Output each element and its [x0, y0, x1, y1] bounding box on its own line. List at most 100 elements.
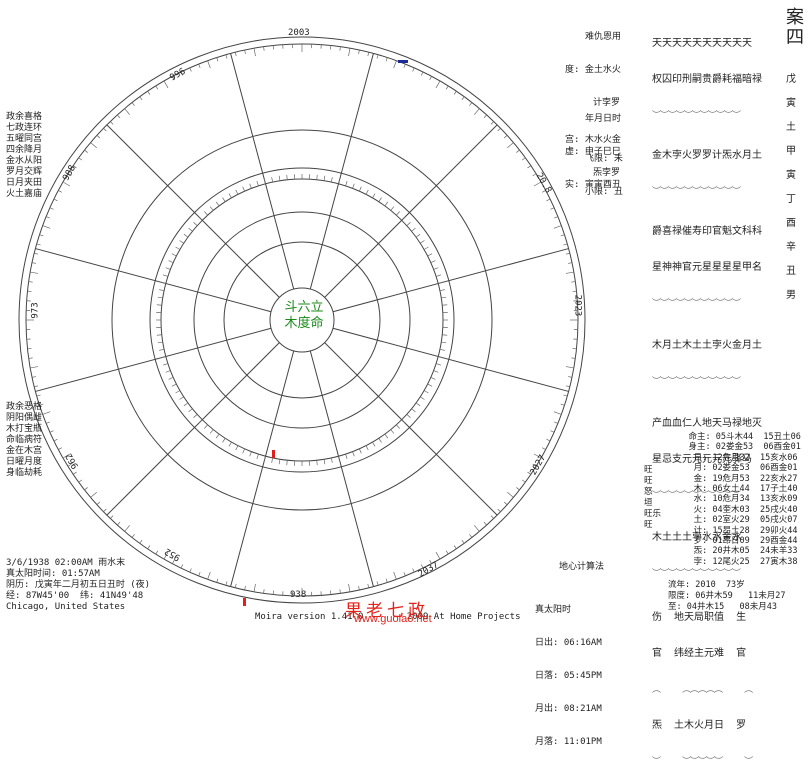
degree-tick — [199, 64, 200, 68]
inner-tick — [407, 222, 411, 225]
degree-tick — [561, 404, 565, 405]
inner-tick — [407, 414, 411, 417]
degree-tick — [554, 226, 562, 229]
inner-tick — [353, 452, 355, 457]
degree-tick — [140, 97, 142, 100]
inner-tick — [236, 190, 238, 194]
degree-tick — [469, 534, 471, 537]
degree-tick — [117, 522, 120, 525]
side-label: 旺乐 — [644, 509, 661, 520]
pattern-item: 阴阳偶雌 — [6, 413, 42, 424]
inner-tick — [287, 460, 288, 465]
degree-tick — [394, 61, 397, 69]
degree-tick — [235, 584, 236, 588]
degree-tick — [522, 480, 525, 482]
inner-tick — [216, 434, 219, 438]
inner-tick — [189, 409, 193, 412]
inner-tick — [194, 414, 198, 417]
degree-tick — [156, 86, 158, 89]
degree-tick — [37, 395, 41, 396]
inner-tick — [169, 377, 174, 379]
degree-tick — [462, 97, 464, 100]
degree-tick — [566, 272, 574, 273]
degree-tick — [554, 217, 558, 218]
degree-tick — [190, 68, 192, 72]
degree-tick — [498, 128, 501, 131]
degree-tick — [554, 412, 562, 415]
pattern-item: 罗月交辉 — [6, 167, 42, 178]
inner-tick — [257, 181, 259, 186]
star-row: 罗: 01昂日09 29酉金44 — [668, 536, 801, 546]
degree-tick — [340, 47, 341, 51]
degree-tick — [563, 244, 567, 245]
star-side-labels: 旺旺怒垣旺乐旺 — [644, 465, 661, 531]
degree-tick — [34, 386, 38, 387]
side-char: 酉 — [786, 212, 800, 236]
inner-tick — [159, 290, 164, 291]
degree-tick — [436, 552, 440, 559]
degree-tick — [235, 52, 236, 56]
side-char: 辛 — [786, 236, 800, 260]
degree-tick — [404, 64, 405, 68]
inner-tick — [331, 177, 332, 182]
inner-tick — [317, 175, 318, 180]
degree-tick — [43, 412, 51, 415]
center-line-1: 斗六立 — [282, 300, 326, 316]
side-char: 丁 — [786, 188, 800, 212]
degree-tick — [359, 50, 360, 54]
inner-tick — [163, 364, 168, 366]
pattern-item: 命临病符 — [6, 435, 42, 446]
degree-tick — [50, 208, 54, 210]
degree-tick — [97, 502, 100, 505]
marker-red — [272, 450, 275, 458]
inner-tick — [169, 261, 174, 263]
inner-tick — [441, 342, 446, 343]
inner-tick — [272, 458, 273, 463]
star-row: 炁: 20井木05 24未羊33 — [668, 546, 801, 556]
pattern-item: 身临劫耗 — [6, 468, 42, 479]
inner-tick — [412, 409, 416, 412]
degree-tick — [566, 367, 574, 368]
star-row: 命主: 05斗木44 15丑土06 — [668, 432, 801, 442]
degree-tick — [254, 584, 255, 592]
inner-tick — [166, 268, 171, 270]
degree-tick — [377, 55, 378, 59]
degree-tick — [527, 166, 530, 168]
watermark-url: www.guolao.net — [354, 613, 432, 625]
star-row: 水: 10危月34 13亥水09 — [668, 494, 801, 504]
year-938: 938 — [290, 590, 306, 601]
degree-tick — [474, 109, 479, 115]
inner-tick — [440, 349, 445, 350]
degree-tick — [58, 448, 62, 450]
degree-tick — [386, 58, 387, 62]
degree-tick — [156, 551, 158, 554]
degree-tick — [349, 48, 350, 56]
degree-tick — [507, 143, 513, 148]
inner-tick — [366, 190, 368, 194]
degree-tick — [50, 431, 54, 433]
inner-tick — [436, 364, 441, 366]
degree-tick — [110, 121, 113, 124]
degree-tick — [568, 377, 572, 378]
inner-tick — [180, 240, 184, 243]
degree-tick — [377, 581, 378, 585]
degree-tick — [40, 235, 44, 236]
inner-tick — [441, 297, 446, 298]
case-title: 案 四 — [786, 8, 804, 48]
inner-tick — [416, 403, 420, 406]
inner-tick — [210, 430, 213, 434]
side-label: 旺 — [644, 465, 661, 476]
side-char: 土 — [786, 116, 800, 140]
side-label: 旺 — [644, 476, 661, 487]
pattern-item: 火土嘉庙 — [6, 189, 42, 200]
degree-tick — [349, 584, 350, 592]
degree-tick — [516, 150, 519, 152]
house-spoke — [325, 125, 498, 298]
side-char: 寅 — [786, 92, 800, 116]
inner-tick — [184, 403, 188, 406]
bad-patterns: 政余恶格阴阳偶雌木打宝瓶命临病符金在木宫日曜月度身临劫耗 — [6, 402, 42, 479]
inner-tick — [331, 458, 332, 463]
inner-tick — [324, 459, 325, 464]
house-spoke — [107, 125, 280, 298]
degree-tick — [32, 263, 36, 264]
